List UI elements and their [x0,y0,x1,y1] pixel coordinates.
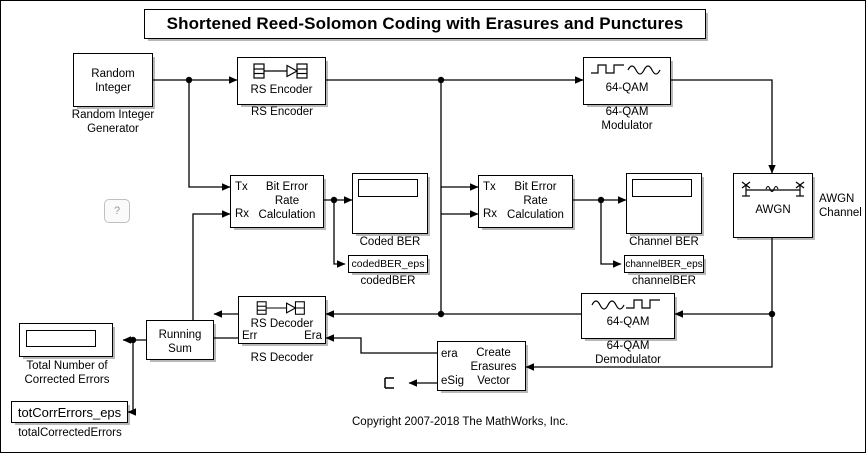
block-running-sum-text: Running Sum [158,329,202,355]
display-coded-ber-value [358,179,418,197]
block-running-sum[interactable]: Running Sum [146,320,214,360]
caption-qam-demodulator: 64-QAM Demodulator [595,340,661,366]
create-erasures-port-esig: eSig [441,375,465,387]
display-total-corrected-errors[interactable] [19,323,113,357]
encoder-icon [253,63,308,79]
copyright-text: Copyright 2007-2018 The MathWorks, Inc. [352,416,569,428]
coded-ber-eps-text: codedBER_eps [351,258,425,270]
block-ber-calculation-coded[interactable]: Tx Rx Bit Error Rate Calculation [230,175,324,228]
ber-coded-port-tx: Tx [235,181,248,193]
block-rs-encoder[interactable]: RS Encoder [237,57,326,105]
caption-qam-modulator: 64-QAM Modulator [601,106,653,132]
help-button[interactable]: ? [104,199,130,223]
to-workspace-channel-ber-eps[interactable]: channelBER_eps [624,255,704,273]
caption-channel-ber: Channel BER [629,236,699,248]
create-erasures-port-era: era [441,348,458,360]
terminator-icon[interactable] [383,375,403,391]
block-create-erasures-vector[interactable]: era eSig Create Erasures Vector [437,341,526,391]
block-qam-modulator[interactable]: 64-QAM [583,57,671,105]
awgn-icon [741,181,805,197]
block-ber-channel-text: Bit Error Rate Calculation [507,181,564,221]
page-title: Shortened Reed-Solomon Coding with Erasu… [144,9,706,39]
ber-coded-port-rx: Rx [235,208,250,220]
caption-tot-corr-errors-eps: totalCorrectedErrors [18,427,122,439]
display-channel-ber[interactable] [626,173,702,234]
block-awgn-channel[interactable]: AWGN [733,173,813,238]
caption-rs-decoder: RS Decoder [250,352,314,364]
block-qam-modulator-text: 64-QAM [605,82,649,94]
modulator-icon [591,64,661,75]
display-channel-ber-value [632,179,692,197]
caption-coded-ber: Coded BER [359,236,421,248]
rs-decoder-port-era: Era [304,330,322,342]
block-qam-demodulator-text: 64-QAM [606,316,650,328]
block-ber-calculation-channel[interactable]: Tx Rx Bit Error Rate Calculation [478,175,573,228]
block-rs-encoder-text: RS Encoder [250,84,313,96]
decoder-icon [256,301,305,315]
caption-rs-encoder: RS Encoder [250,106,313,118]
block-rs-decoder-text: RS Decoder [250,318,314,330]
caption-coded-ber-eps: codedBER [360,275,416,287]
channel-ber-eps-text: channelBER_eps [625,258,703,270]
block-awgn-text: AWGN [755,204,791,216]
rs-decoder-port-err: Err [242,330,258,342]
block-create-erasures-text: Create Erasures Vector [470,347,517,387]
block-rs-decoder[interactable]: RS Decoder Err Era [238,296,326,344]
tot-corr-errors-eps-text: totCorrErrors_eps [17,404,122,420]
caption-random-integer-generator: Random Integer Generator [71,109,155,135]
caption-channel-ber-eps: channelBER [632,275,696,287]
block-random-integer-generator[interactable]: Random Integer [73,53,153,107]
block-ber-coded-text: Bit Error Rate Calculation [258,181,316,221]
display-total-corrected-errors-value [26,330,96,347]
block-random-integer-text: Random Integer [91,68,135,94]
to-workspace-tot-corr-errors-eps[interactable]: totCorrErrors_eps [11,401,128,423]
demodulator-icon [591,299,660,310]
to-workspace-coded-ber-eps[interactable]: codedBER_eps [348,255,428,273]
caption-total-corrected-errors: Total Number of Corrected Errors [24,360,110,386]
ber-channel-port-tx: Tx [483,181,496,193]
caption-awgn-channel: AWGN Channel [819,193,862,219]
block-qam-demodulator[interactable]: 64-QAM [581,293,675,339]
display-coded-ber[interactable] [352,173,428,234]
ber-channel-port-rx: Rx [483,208,498,220]
